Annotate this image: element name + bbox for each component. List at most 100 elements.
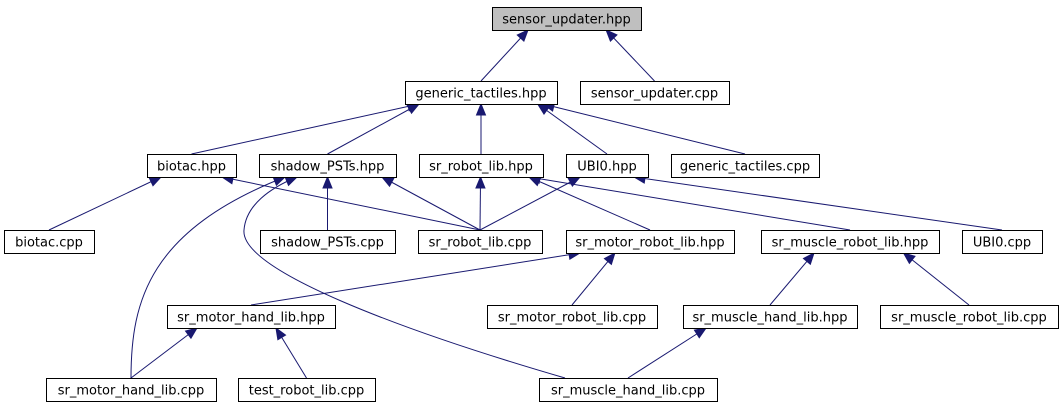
node-biotac-hpp[interactable]: biotac.hpp — [147, 154, 237, 178]
edge-line — [605, 29, 655, 82]
node-box — [147, 154, 237, 178]
dependency-edge — [902, 252, 970, 306]
node-box — [260, 230, 396, 254]
node-box — [46, 378, 217, 402]
dependency-edge — [769, 251, 815, 306]
node-label: shadow_PSTs.hpp — [271, 160, 385, 175]
dependency-edge — [632, 173, 1003, 231]
arrowhead — [184, 327, 199, 340]
dependency-edge — [48, 176, 163, 231]
dependency-edge — [322, 175, 333, 230]
dependency-edge — [475, 175, 486, 231]
edge-line — [633, 176, 1003, 231]
arrowhead — [148, 176, 163, 187]
arrowhead — [272, 176, 287, 187]
node-sr-motor-hand-lib-cpp[interactable]: sr_motor_hand_lib.cpp — [46, 378, 217, 402]
arrowhead — [802, 251, 815, 266]
node-sensor-updater-hpp[interactable]: sensor_updater.hpp — [492, 7, 642, 31]
node-shadow-psts-cpp[interactable]: shadow_PSTs.cpp — [260, 230, 396, 254]
edge-line — [191, 103, 420, 155]
node-label: generic_tactiles.hpp — [415, 87, 546, 102]
node-ubi0-cpp[interactable]: UBI0.cpp — [962, 230, 1043, 254]
dependency-edge — [479, 176, 582, 231]
dependency-edge — [627, 327, 708, 379]
edge-line — [221, 176, 481, 231]
node-biotac-cpp[interactable]: biotac.cpp — [4, 230, 95, 254]
edge-line — [627, 327, 707, 379]
node-box — [4, 230, 95, 254]
edge-line — [903, 252, 970, 306]
node-label: sr_motor_hand_lib.hpp — [177, 311, 325, 326]
edge-line — [537, 103, 608, 155]
node-label: sr_robot_lib.cpp — [429, 236, 532, 251]
arrowhead — [275, 326, 287, 341]
node-box — [492, 7, 642, 31]
dependency-edge — [191, 101, 421, 155]
edge-line — [480, 29, 529, 82]
dependency-edge — [243, 176, 566, 379]
node-label: sr_motor_hand_lib.cpp — [58, 384, 205, 399]
node-box — [962, 230, 1043, 254]
node-shadow-psts-hpp[interactable]: shadow_PSTs.hpp — [259, 154, 397, 178]
edge-line — [528, 176, 851, 231]
dependency-edge — [480, 29, 529, 82]
node-label: UBI0.hpp — [577, 160, 636, 175]
node-sensor-updater-cpp[interactable]: sensor_updater.cpp — [580, 81, 730, 105]
edge-line — [542, 103, 746, 155]
arrowhead — [322, 175, 333, 189]
edge-line — [243, 176, 566, 379]
node-label: sr_muscle_hand_lib.cpp — [551, 384, 705, 399]
node-sr-robot-lib-hpp[interactable]: sr_robot_lib.hpp — [419, 154, 544, 178]
node-sr-robot-lib-cpp[interactable]: sr_robot_lib.cpp — [418, 230, 543, 254]
edge-line — [250, 252, 581, 306]
node-label: sr_muscle_hand_lib.hpp — [692, 311, 847, 326]
edge-line — [130, 327, 198, 379]
edge-line — [130, 176, 286, 379]
node-label: sr_muscle_robot_lib.hpp — [772, 236, 929, 251]
node-label: biotac.cpp — [15, 236, 83, 251]
node-box — [566, 230, 735, 254]
node-label: sensor_updater.hpp — [502, 13, 630, 28]
dependency-edge — [475, 102, 487, 154]
node-box — [566, 154, 649, 178]
node-sr-motor-hand-lib-hpp[interactable]: sr_motor_hand_lib.hpp — [167, 305, 336, 329]
edge-line — [48, 176, 162, 231]
node-sr-muscle-robot-lib-hpp[interactable]: sr_muscle_robot_lib.hpp — [761, 230, 940, 254]
dependency-edge — [327, 103, 421, 155]
dependency-edge — [250, 249, 582, 306]
dependency-edge — [275, 326, 307, 379]
node-sr-muscle-hand-lib-cpp[interactable]: sr_muscle_hand_lib.cpp — [539, 378, 718, 402]
dependency-edge — [527, 176, 651, 231]
arrowhead — [603, 251, 616, 266]
node-label: biotac.hpp — [157, 160, 226, 175]
node-sr-muscle-hand-lib-hpp[interactable]: sr_muscle_hand_lib.hpp — [683, 305, 858, 329]
node-box — [539, 378, 718, 402]
edge-line — [479, 176, 581, 231]
node-box — [405, 81, 558, 105]
node-label: sr_robot_lib.hpp — [429, 160, 533, 175]
arrowhead — [475, 102, 487, 116]
node-box — [238, 378, 376, 402]
node-label: sensor_updater.cpp — [591, 87, 718, 102]
arrowhead — [406, 103, 421, 115]
node-sr-motor-robot-lib-cpp[interactable]: sr_motor_robot_lib.cpp — [487, 305, 658, 329]
arrowhead — [516, 29, 529, 43]
node-box — [683, 305, 858, 329]
node-box — [419, 154, 544, 178]
dependency-edge — [571, 251, 616, 306]
dependency-edge — [541, 101, 746, 155]
node-box — [580, 81, 730, 105]
edge-line — [528, 176, 651, 231]
node-test-robot-lib-cpp[interactable]: test_robot_lib.cpp — [238, 378, 376, 402]
dependency-edge — [527, 173, 851, 231]
node-sr-muscle-robot-lib-cpp[interactable]: sr_muscle_robot_lib.cpp — [880, 305, 1059, 329]
node-sr-motor-robot-lib-hpp[interactable]: sr_motor_robot_lib.hpp — [566, 230, 735, 254]
node-ubi0-hpp[interactable]: UBI0.hpp — [566, 154, 649, 178]
node-box — [880, 305, 1059, 329]
arrowhead — [475, 175, 486, 189]
node-generic-tactiles-hpp[interactable]: generic_tactiles.hpp — [405, 81, 558, 105]
arrowhead — [605, 29, 618, 42]
node-box — [167, 305, 336, 329]
node-generic-tactiles-cpp[interactable]: generic_tactiles.cpp — [671, 154, 820, 178]
node-box — [259, 154, 397, 178]
